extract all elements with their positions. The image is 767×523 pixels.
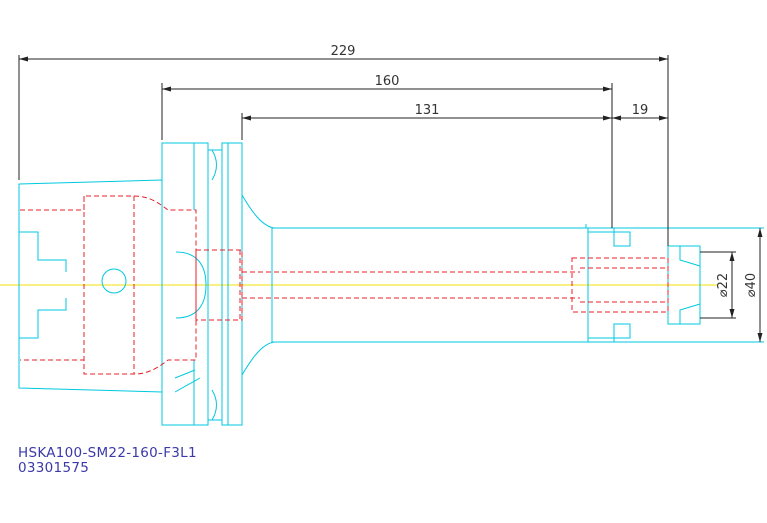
nose [588, 227, 631, 247]
drive-slot-top [19, 231, 67, 272]
flange-ring [221, 142, 243, 426]
dimension-lines [18, 55, 763, 342]
order-number: 03301575 [18, 460, 90, 476]
drive-slot-bottom [19, 298, 67, 339]
port-hole [101, 268, 127, 294]
tool-outline [18, 142, 764, 426]
dim-gauge-length: 160 [375, 74, 400, 89]
hidden-lines [20, 195, 669, 375]
dim-outer-diameter: ⌀40 [744, 273, 759, 297]
part-designation: HSKA100-SM22-160-F3L1 [18, 445, 197, 461]
neck-fillet-top [241, 194, 275, 229]
dim-shank-length: 131 [415, 103, 440, 118]
hidden-clamp [195, 249, 243, 321]
hidden-end-bore [571, 257, 669, 313]
dim-bore-diameter: ⌀22 [716, 273, 731, 297]
flange [161, 142, 209, 426]
dim-projection: 19 [632, 103, 649, 118]
neck-fillet-bottom [241, 341, 275, 376]
drawing-caption: HSKA100-SM22-160-F3L1 03301575 [18, 446, 197, 476]
dim-overall-length: 229 [331, 44, 356, 59]
